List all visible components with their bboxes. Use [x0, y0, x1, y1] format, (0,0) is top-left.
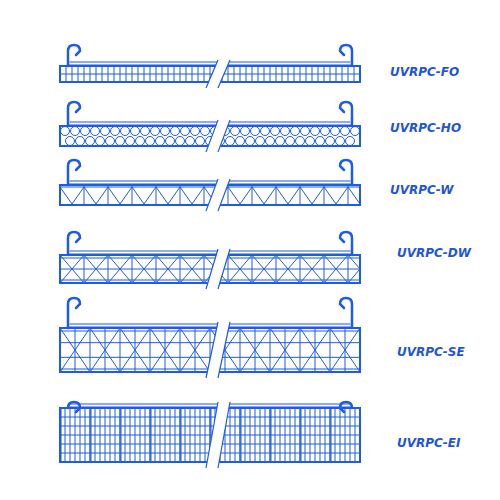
- profile-label: UVRPC-SE: [397, 345, 465, 359]
- profile-dw: [60, 232, 372, 289]
- profile-ei: [60, 402, 360, 468]
- profile-fo: [60, 45, 360, 88]
- profile-label: UVRPC-W: [390, 183, 454, 197]
- profile-label: UVRPC-EI: [397, 436, 461, 450]
- profile-label: UVRPC-DW: [397, 246, 471, 260]
- profile-se: [60, 298, 360, 378]
- profile-w: [60, 160, 372, 211]
- profile-label: UVRPC-HO: [390, 121, 461, 135]
- profile-ho: [60, 102, 360, 152]
- profile-label: UVRPC-FO: [390, 65, 459, 79]
